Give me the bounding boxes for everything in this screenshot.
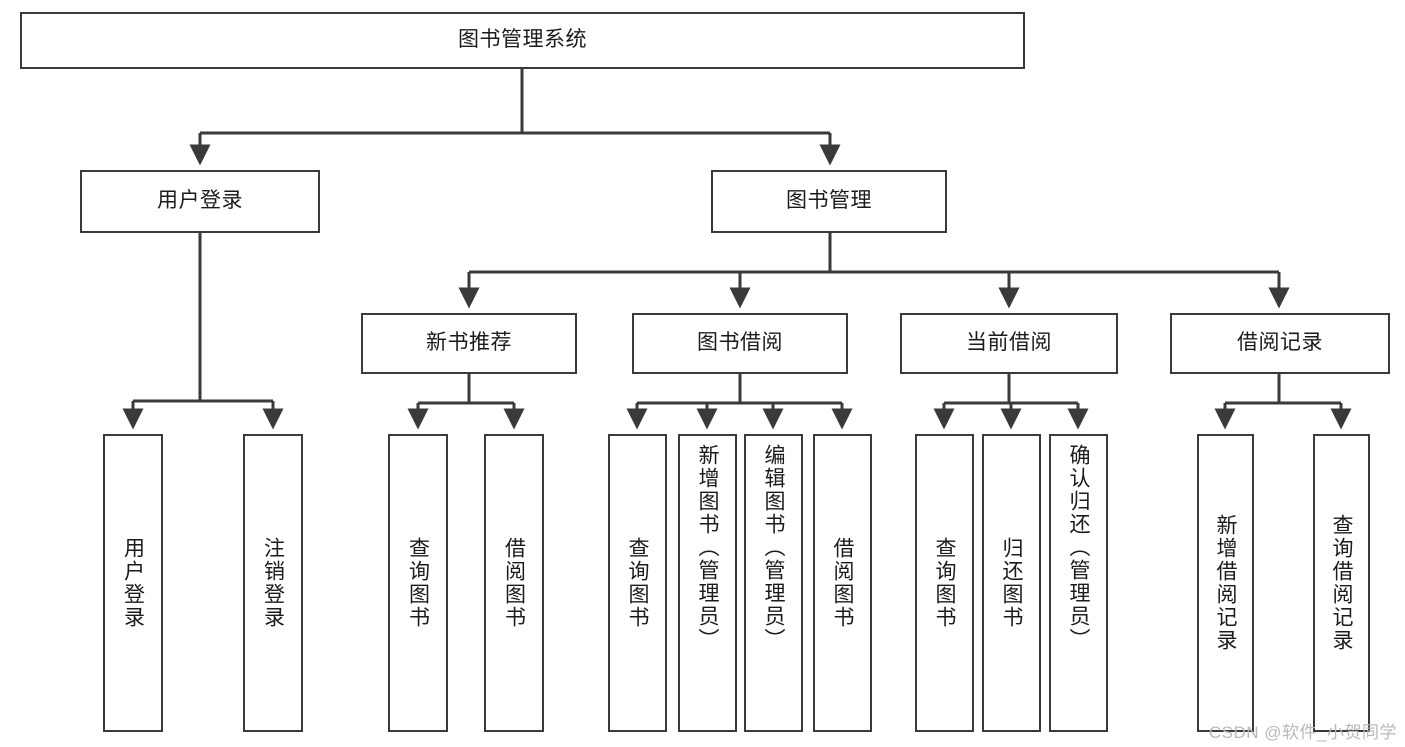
node-leaf-user-login[interactable]: 用户登录 [103,434,163,732]
node-book-borrow[interactable]: 图书借阅 [632,313,848,374]
node-root[interactable]: 图书管理系统 [20,12,1025,69]
node-leaf-edit-book-label: 编辑图书（管理员） [762,444,785,651]
node-leaf-add-book-label: 新增图书（管理员） [696,444,719,651]
node-leaf-confirm-return-label: 确认归还（管理员） [1067,444,1090,651]
node-leaf-query-record-label: 查询借阅记录 [1330,514,1353,652]
node-leaf-edit-book[interactable]: 编辑图书（管理员） [744,434,803,732]
node-leaf-query-book-3[interactable]: 查询图书 [915,434,974,732]
node-leaf-user-logout[interactable]: 注销登录 [243,434,303,732]
node-leaf-query-book-1[interactable]: 查询图书 [388,434,448,732]
node-leaf-borrow-book-2-label: 借阅图书 [831,537,854,629]
node-leaf-confirm-return[interactable]: 确认归还（管理员） [1049,434,1108,732]
node-leaf-user-login-label: 用户登录 [121,537,145,629]
node-new-book-rec-label: 新书推荐 [426,331,512,355]
node-borrow-record-label: 借阅记录 [1237,331,1323,355]
node-leaf-query-book-1-label: 查询图书 [406,537,430,629]
node-book-manage[interactable]: 图书管理 [711,170,947,233]
node-leaf-query-book-2[interactable]: 查询图书 [608,434,667,732]
node-user-login[interactable]: 用户登录 [80,170,320,233]
node-user-login-label: 用户登录 [157,189,243,213]
node-borrow-record[interactable]: 借阅记录 [1170,313,1390,374]
node-leaf-user-logout-label: 注销登录 [261,537,285,629]
node-leaf-return-book-label: 归还图书 [1000,537,1023,629]
node-leaf-borrow-book-1[interactable]: 借阅图书 [484,434,544,732]
node-leaf-add-book[interactable]: 新增图书（管理员） [678,434,737,732]
node-book-borrow-label: 图书借阅 [697,331,783,355]
node-leaf-query-book-2-label: 查询图书 [626,537,649,629]
node-leaf-query-record[interactable]: 查询借阅记录 [1313,434,1370,732]
node-leaf-query-book-3-label: 查询图书 [933,537,956,629]
node-leaf-add-record[interactable]: 新增借阅记录 [1197,434,1254,732]
node-leaf-borrow-book-1-label: 借阅图书 [502,537,526,629]
node-root-label: 图书管理系统 [458,28,587,52]
node-leaf-return-book[interactable]: 归还图书 [982,434,1041,732]
node-current-borrow-label: 当前借阅 [966,331,1052,355]
node-book-manage-label: 图书管理 [786,189,872,213]
node-leaf-borrow-book-2[interactable]: 借阅图书 [813,434,872,732]
watermark-text: CSDN @软件_小贺同学 [1208,723,1397,742]
node-new-book-rec[interactable]: 新书推荐 [361,313,577,374]
node-leaf-add-record-label: 新增借阅记录 [1214,514,1237,652]
node-current-borrow[interactable]: 当前借阅 [900,313,1118,374]
